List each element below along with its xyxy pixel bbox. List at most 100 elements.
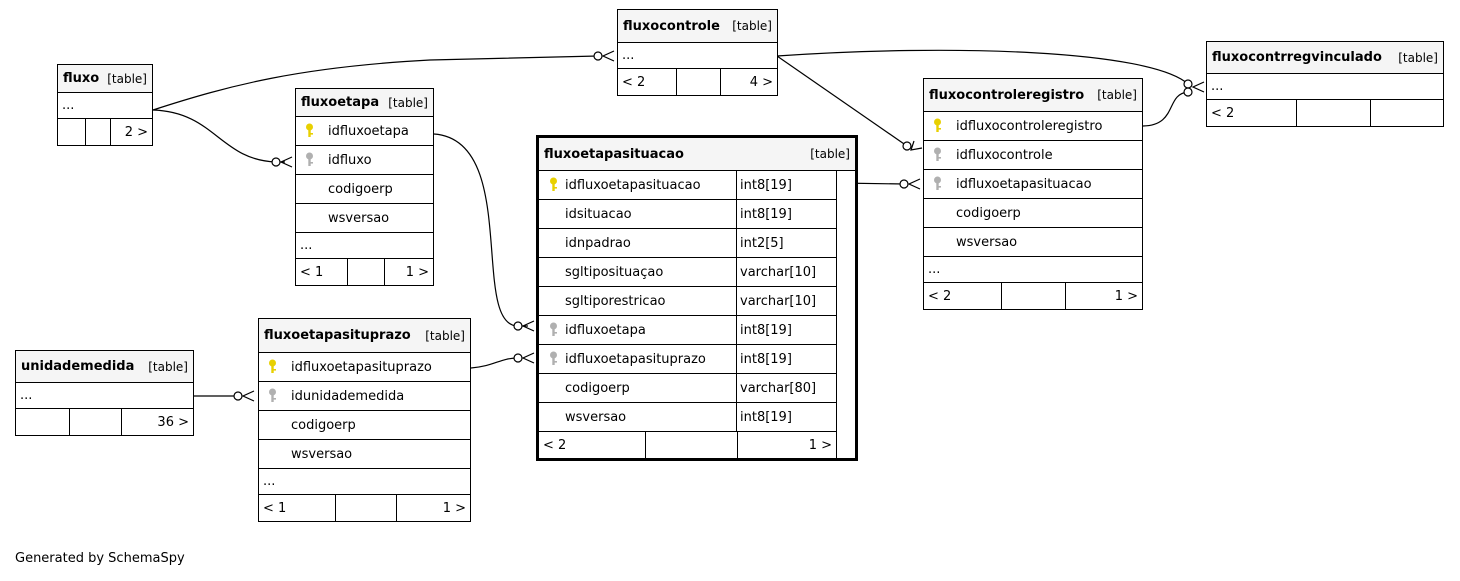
column-name: wsversao [565,409,627,425]
column-row[interactable]: sgltiporestricao varchar[10] [539,287,836,316]
table-name: fluxocontrregvinculado [1212,50,1382,65]
table-type-tag: [table] [1097,88,1137,102]
column-name: idfluxoetapasituacao [956,176,1092,192]
table-type-tag: [table] [732,19,772,33]
column-row[interactable]: idfluxocontroleregistro [924,112,1142,141]
table-name: fluxoetapasituacao [544,146,684,162]
column-row[interactable]: wsversao [259,440,470,469]
parents-count[interactable]: < 1 [300,264,324,280]
column-count [69,409,121,435]
column-row[interactable]: codigoerp [259,411,470,440]
column-name: idfluxoetapa [565,322,646,338]
more-columns: ... [58,93,152,119]
table-fluxoetapasituacao[interactable]: fluxoetapasituacao [table] idfluxoetapas… [536,135,858,461]
column-row[interactable]: codigoerp [296,175,433,204]
table-fluxocontrregvinculado[interactable]: fluxocontrregvinculado [table] ... < 2 [1206,41,1444,127]
column-row[interactable]: idfluxoetapa [296,117,433,146]
parents-count[interactable]: < 1 [263,500,287,516]
edge-fluxoetapa-fluxoetapasituacao [433,133,528,327]
parents-count[interactable]: < 2 [622,74,646,90]
column-row[interactable]: wsversao [924,228,1142,257]
children-count[interactable]: 1 > [396,495,470,521]
table-fluxoetapasituprazo[interactable]: fluxoetapasituprazo [table] idfluxoetapa… [258,318,471,522]
children-count[interactable]: 36 > [121,409,193,435]
parents-count[interactable]: < 2 [543,437,567,453]
crowfoot-marker [521,320,535,332]
column-row[interactable]: idfluxoetapa int8[19] [539,316,836,345]
column-name: idnpadrao [565,235,631,251]
foreign-key-icon [269,388,276,402]
table-type-tag: [table] [1398,50,1438,65]
foreign-key-icon [934,176,941,190]
column-row[interactable]: codigoerp [924,199,1142,228]
column-row[interactable]: idfluxoetapasituprazo [259,353,470,382]
table-fluxocontrole[interactable]: fluxocontrole [table] ... < 2 4 > [617,9,778,96]
table-header: fluxocontrregvinculado [table] [1207,42,1443,74]
table-footer: < 2 1 > [539,432,836,458]
table-name: fluxoetapasituprazo [264,328,411,343]
table-fluxocontroleregistro[interactable]: fluxocontroleregistro [table] idfluxocon… [923,78,1143,310]
table-header: unidademedida [table] [16,351,193,383]
column-row[interactable]: idfluxoetapasituprazo int8[19] [539,345,836,374]
primary-key-icon [550,177,557,191]
table-type-tag: [table] [388,95,428,110]
foreign-key-icon [306,152,313,166]
optional-marker [902,141,912,151]
edge-fluxocontrole-fluxocontroleregistro [776,55,908,147]
foreign-key-icon [550,322,557,336]
optional-marker [513,321,523,331]
table-name: fluxocontrole [623,18,720,34]
column-row[interactable]: idfluxoetapasituacao int8[19] [539,171,836,200]
column-name: codigoerp [328,181,393,197]
column-count [85,119,110,145]
parents-count[interactable] [58,119,85,145]
table-header: fluxocontroleregistro [table] [924,79,1142,112]
column-count [1296,100,1370,126]
table-type-tag: [table] [810,147,850,161]
column-row[interactable]: codigoerp varchar[80] [539,374,836,403]
primary-key-icon [934,118,941,132]
table-fluxoetapa[interactable]: fluxoetapa [table] idfluxoetapa idfluxo … [295,88,434,286]
column-row[interactable]: idfluxocontrole [924,141,1142,170]
column-row[interactable]: idsituacao int8[19] [539,200,836,229]
parents-count[interactable]: < 2 [1211,105,1235,121]
table-footer: < 1 1 > [296,259,433,285]
table-unidademedida[interactable]: unidademedida [table] ... 36 > [15,350,194,436]
column-row[interactable]: idfluxoetapasituacao [924,170,1142,199]
column-name: wsversao [328,210,390,226]
column-count [1001,283,1065,309]
children-count[interactable] [1370,100,1443,126]
column-row[interactable]: sgltiposituaçao varchar[10] [539,258,836,287]
column-row[interactable]: idnpadrao int2[5] [539,229,836,258]
crowfoot-marker [601,50,615,62]
crowfoot-marker [521,352,535,364]
table-header: fluxoetapasituprazo [table] [259,319,470,353]
table-fluxo[interactable]: fluxo [table] ... 2 > [57,64,153,146]
children-count[interactable]: 2 > [110,119,152,145]
edge-fluxoetapasituprazo-fluxoetapasituacao [470,357,519,369]
column-name: idfluxo [328,152,372,168]
more-columns: ... [296,233,433,259]
table-name: fluxocontroleregistro [929,87,1085,103]
column-row[interactable]: wsversao int8[19] [539,403,836,432]
column-row[interactable]: idfluxo [296,146,433,175]
column-row[interactable]: wsversao [296,204,433,233]
optional-marker [593,51,603,61]
children-count[interactable]: 1 > [384,259,433,285]
parents-count[interactable]: < 2 [928,288,952,304]
column-row[interactable]: idunidademedida [259,382,470,411]
column-name: codigoerp [291,417,356,433]
children-count[interactable]: 4 > [720,69,777,95]
table-footer: < 2 4 > [618,69,777,95]
parents-count[interactable] [16,409,69,435]
column-name: wsversao [291,446,353,462]
column-name: idfluxoetapasituprazo [565,351,706,367]
more-columns: ... [924,257,1142,283]
column-type: int8[19] [736,200,836,228]
columns-list: idfluxoetapasituacao int8[19] idsituacao… [539,171,837,458]
table-footer: 36 > [16,409,193,435]
children-count[interactable]: 1 > [1065,283,1142,309]
table-footer: < 2 1 > [924,283,1142,309]
children-count[interactable]: 1 > [737,432,836,458]
table-name: fluxoetapa [301,95,380,110]
